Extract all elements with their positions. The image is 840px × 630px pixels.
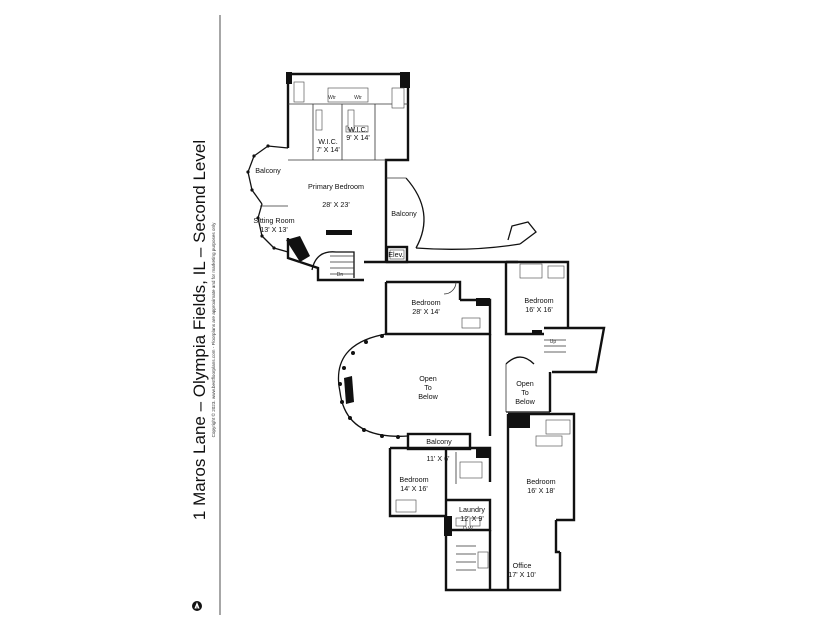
open-to-below-large [337, 333, 492, 439]
svg-text:To: To [521, 388, 529, 397]
primary-wing: Wtr Wtr [246, 72, 425, 282]
svg-text:Below: Below [418, 392, 438, 401]
room-size-bedroom-28: 28' X 14' [412, 307, 440, 316]
room-label-balcony-top: Balcony [391, 209, 417, 218]
room-label-wic-2: W.I.C. [348, 125, 368, 134]
room-label-balcony-left: Balcony [255, 166, 281, 175]
room-size-primary-bedroom: 28' X 23' [322, 200, 350, 209]
svg-text:To: To [424, 383, 432, 392]
open-to-below-small-label: Open To Below [515, 379, 535, 406]
room-size-bedroom-16b: 16' X 18' [527, 486, 555, 495]
lower-left-block [388, 432, 492, 518]
corridor [364, 221, 537, 264]
room-size-wic-2: 9' X 14' [346, 133, 370, 142]
svg-text:Open: Open [419, 374, 437, 383]
bedroom-16a-block [504, 260, 606, 374]
room-size-laundry: 12' X 9' [460, 514, 484, 523]
svg-text:Open: Open [516, 379, 534, 388]
room-size-11x6: 11' X 6' [427, 454, 451, 463]
open-to-below-small [505, 356, 552, 413]
room-size-bedroom-14: 14' X 16' [400, 484, 428, 493]
room-label-bedroom-16a: Bedroom [524, 296, 553, 305]
svg-text:N: N [196, 605, 198, 609]
room-size-office: 17' X 10' [508, 570, 536, 579]
plan-title: 1 Maros Lane – Olympia Fields, IL – Seco… [190, 140, 209, 520]
room-label-bedroom-16b: Bedroom [526, 477, 555, 486]
stair-label-dn: Dn [337, 272, 344, 278]
north-arrow-icon: N [192, 601, 202, 611]
room-label-elev: Elev. [388, 250, 403, 259]
room-label-primary-bedroom: Primary Bedroom [308, 182, 364, 191]
svg-text:Wtr: Wtr [328, 95, 336, 101]
open-to-below-large-label: Open To Below [418, 374, 438, 401]
room-label-bedroom-28: Bedroom [411, 298, 440, 307]
copyright-text: Copyright © 2023. www.bestfloorplans.com… [210, 222, 216, 438]
room-label-sitting-room: Sitting Room [253, 216, 294, 225]
dw-label: D W [463, 526, 473, 532]
svg-text:Wtr: Wtr [354, 95, 362, 101]
room-label-bedroom-14: Bedroom [399, 475, 428, 484]
room-label-office: Office [513, 561, 532, 570]
bedroom-16b-block [506, 412, 576, 554]
room-label-balcony-mid: Balcony [426, 437, 452, 446]
room-size-sitting-room: 13' X 13' [260, 225, 288, 234]
stair-label-up: Up [550, 339, 557, 345]
room-size-wic-1: 7' X 14' [316, 145, 340, 154]
room-label-wic-1: W.I.C. [318, 137, 338, 146]
room-label-laundry: Laundry [459, 505, 485, 514]
room-size-bedroom-16a: 16' X 16' [525, 305, 553, 314]
laundry-office-block [444, 498, 562, 592]
svg-text:Below: Below [515, 397, 535, 406]
